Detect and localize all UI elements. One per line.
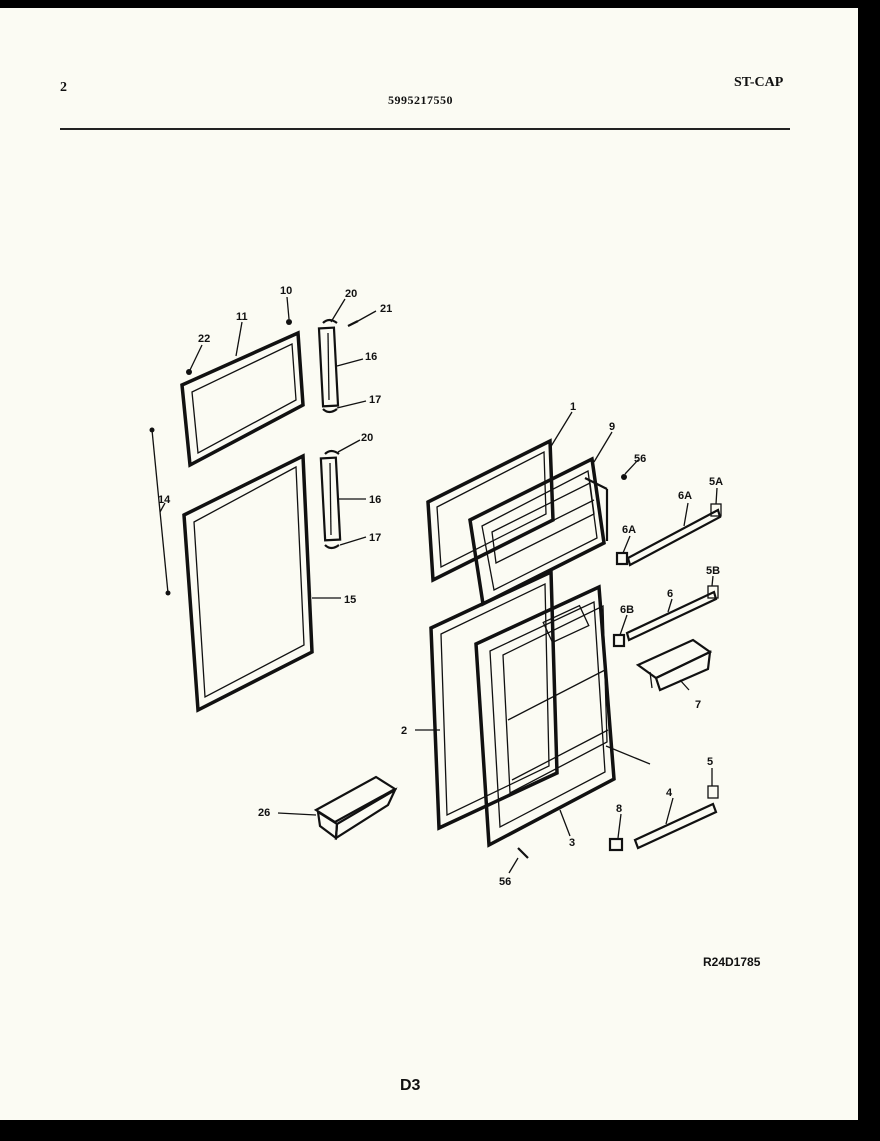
clip-6B [612,633,626,648]
door-handle-lower [319,449,342,550]
model-code: ST-CAP [734,75,784,90]
callout-26: 26 [258,807,270,819]
callout-6A-rail: 6A [678,490,692,502]
clip-8 [608,837,624,852]
callout-16-lower: 16 [369,494,381,506]
callout-56-lower: 56 [499,876,511,888]
callout-10: 10 [280,285,292,297]
freezer-door-liner [468,456,609,607]
callout-21: 21 [380,303,392,315]
callout-17-upper: 17 [369,394,381,406]
fresh-food-door-liner [474,584,651,848]
fresh-food-gasket-frame [182,453,314,713]
screw-56-lower [517,847,529,859]
part-10 [286,319,292,325]
callout-17-lower: 17 [369,532,381,544]
part-number: 5995217550 [388,93,453,107]
callout-15: 15 [344,594,356,606]
diagram-code: R24D1785 [703,955,761,969]
callout-14: 14 [158,494,171,506]
fresh-food-door-gasket [429,569,559,831]
callout-20-upper: 20 [345,288,357,300]
leader-lines [159,296,718,874]
callout-16-upper: 16 [365,351,377,363]
door-rail-4 [633,785,719,850]
clip-6A [615,551,629,566]
paper-sheet [0,8,858,1120]
callout-3: 3 [569,837,575,849]
callout-9: 9 [609,421,615,433]
callout-20-lower: 20 [361,432,373,444]
callout-5A: 5A [709,476,723,488]
callout-2: 2 [401,725,407,737]
callout-6: 6 [667,588,673,600]
callout-6A-clip: 6A [622,524,636,536]
door-handle-upper [317,318,340,414]
callout-4: 4 [666,787,673,799]
dairy-door-7 [635,638,713,692]
callout-5: 5 [707,756,713,768]
screw-56-upper [621,474,627,480]
tray-26 [313,775,398,841]
callout-22: 22 [198,333,210,345]
freezer-gasket-frame [180,330,305,468]
screw-21 [347,320,359,327]
callout-11: 11 [236,311,248,323]
page-number: 2 [60,80,67,95]
header-rule [60,128,790,130]
callout-1: 1 [570,401,576,413]
page-code: D3 [400,1077,421,1094]
callout-56-upper: 56 [634,453,646,465]
screw-22 [186,369,192,375]
callout-7: 7 [695,699,701,711]
callout-6B: 6B [620,604,634,616]
door-rail-6 [625,585,719,642]
callout-8: 8 [616,803,622,815]
callout-5B: 5B [706,565,720,577]
